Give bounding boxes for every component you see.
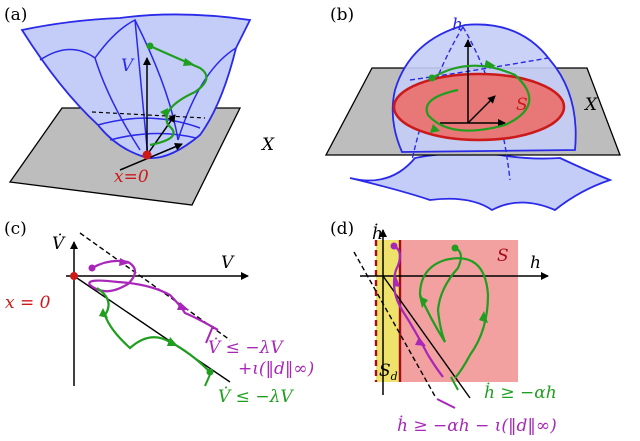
trajectory-d-nominal-start xyxy=(451,244,459,252)
bound-disturbed-pointer xyxy=(205,325,214,344)
trajectory-c-disturbed-start xyxy=(88,264,96,272)
origin-point xyxy=(142,150,152,160)
bound-d-disturbed-pointer xyxy=(436,398,456,409)
panel-a-tag: (a) xyxy=(4,5,27,25)
axis-c-y-label: V̇ xyxy=(52,234,66,254)
panel-b: (b) X S h xyxy=(324,5,621,212)
origin-point-c xyxy=(70,272,78,280)
surface-mesh-3 xyxy=(134,19,179,141)
trajectory-a xyxy=(149,44,208,147)
bound-disturbed-text-1: V̇ ≤ −λV xyxy=(208,338,284,358)
dome-mesh-3 xyxy=(409,57,549,81)
panel-c-tag: (c) xyxy=(4,219,27,239)
set-sd-label: Sd xyxy=(379,361,398,383)
bound-nominal-pointer xyxy=(204,369,213,387)
trajectory-b xyxy=(425,64,531,132)
surface-mesh-4 xyxy=(177,47,237,141)
trajectory-c-nominal-arrow-2 xyxy=(167,337,178,346)
bound-disturbed-text-2: +ι(‖d‖∞) xyxy=(238,359,314,379)
trajectory-b-arrow-1 xyxy=(484,60,496,68)
axis-b-depth xyxy=(467,95,496,124)
trajectory-c-nominal-arrow-1 xyxy=(99,308,108,318)
panel-a: (a) X V x=0 xyxy=(4,5,275,206)
trajectory-d-disturbed-arrow-1 xyxy=(393,276,400,287)
trajectory-c-disturbed-arrow-2 xyxy=(177,302,189,310)
trajectory-d-disturbed-start xyxy=(390,242,398,250)
panel-b-tag: (b) xyxy=(330,5,354,25)
trajectory-d-nominal-arrow-2 xyxy=(479,311,488,323)
set-sd-region xyxy=(376,240,400,382)
bound-nominal-text: V̇ ≤ −λV xyxy=(218,387,294,407)
plane-intersection-dashed xyxy=(91,111,206,119)
axis-d-y-label: ḣ xyxy=(372,223,383,244)
trajectory-a-arrow-2 xyxy=(160,108,168,117)
axis-a-depth xyxy=(146,114,176,156)
origin-label: x=0 xyxy=(114,167,149,187)
trajectory-d-nominal-arrow-1 xyxy=(419,296,428,308)
bound-d-nominal-pointer xyxy=(450,376,459,391)
trajectory-d-disturbed-arrow-2 xyxy=(415,337,426,346)
trajectory-d-nominal xyxy=(418,246,490,379)
trajectory-d-disturbed xyxy=(392,245,444,378)
surface-v-label: V xyxy=(121,56,135,76)
bound-nominal-line xyxy=(73,275,231,383)
trajectory-c-disturbed-arrow-1 xyxy=(119,258,130,266)
origin-label-c: x = 0 xyxy=(5,293,51,313)
surface-mesh-5 xyxy=(97,117,201,129)
bound-d-nominal-text: ḣ ≥ −αh xyxy=(484,382,557,403)
bound-d-disturbed-line xyxy=(353,251,437,399)
plane-x-label: X xyxy=(260,135,275,155)
trajectory-a-arrow-1 xyxy=(183,58,195,66)
plane-x-b-label: X xyxy=(583,95,598,115)
surface-mesh-6 xyxy=(109,132,197,141)
trajectory-a-start xyxy=(146,42,154,50)
surface-mesh-1 xyxy=(39,48,141,151)
panel-d-tag: (d) xyxy=(330,219,354,239)
axis-c-x-label: V xyxy=(221,253,235,273)
bound-d-disturbed-text: ḣ ≥ −αh − ι(‖d‖∞) xyxy=(397,415,557,436)
barrier-surface-lower xyxy=(349,152,613,212)
panel-d: (d) S Sd ḣ h ḣ ≥ −αh ḣ ≥ −αh − ι(‖d‖∞) xyxy=(330,219,557,436)
trajectory-b-start xyxy=(428,74,436,82)
surface-h-label: h xyxy=(452,15,463,35)
panel-c: (c) V̇ V x = 0 V̇ ≤ −λV +ι(‖d‖∞) V̇ ≤ −λ… xyxy=(4,219,314,407)
set-s-label: S xyxy=(497,246,509,266)
trajectory-c-disturbed xyxy=(88,259,219,331)
trajectory-c-nominal xyxy=(96,287,211,373)
trajectory-b-arrow-2 xyxy=(430,124,440,133)
safe-set-s-label: S xyxy=(516,95,528,115)
axis-d-x-label: h xyxy=(530,253,541,273)
